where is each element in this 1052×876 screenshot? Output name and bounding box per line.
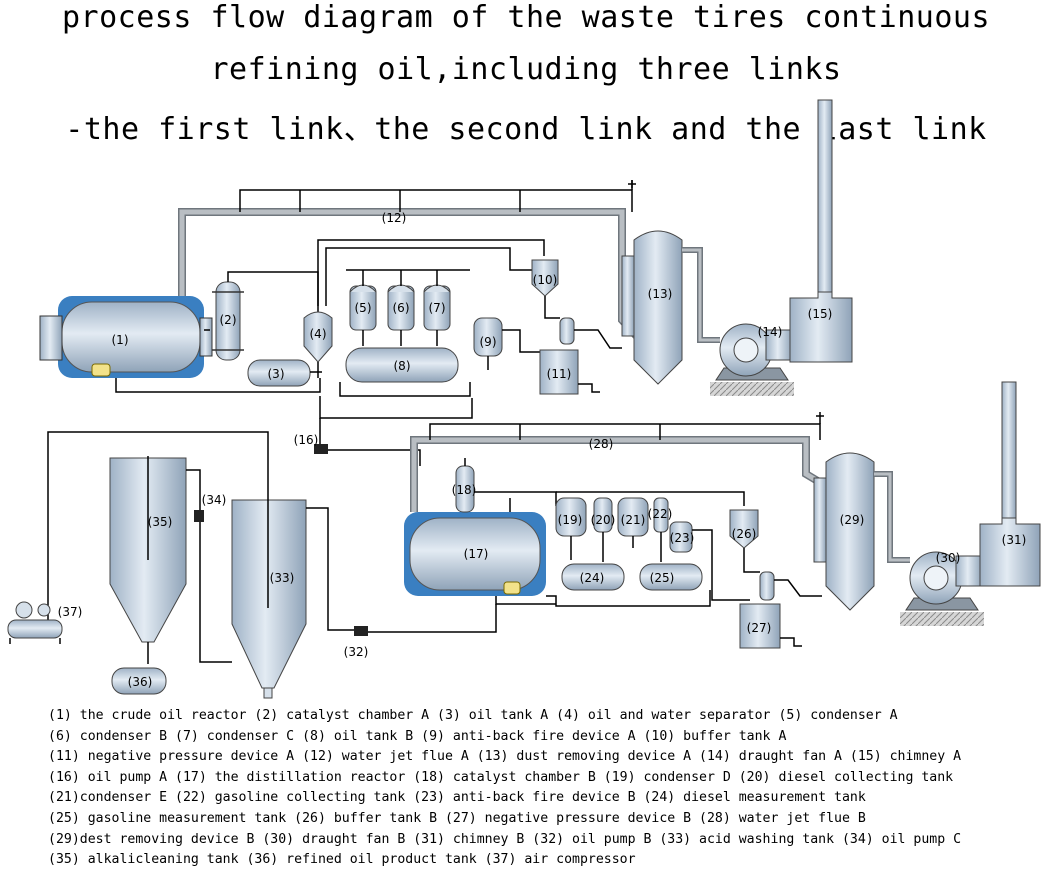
condenser-a: [349, 284, 377, 346]
process-flow-diagram: (1) (2) (3) (4) (5) (6) (7) (8) (9) (10)…: [7, 99, 1041, 699]
negative-pressure-device-b: [739, 571, 822, 649]
label-14: (14): [758, 325, 783, 339]
diesel-measurement-tank: [561, 563, 625, 591]
legend-line: (29)dest removing device B (30) draught …: [48, 831, 962, 847]
distillation-reactor: [404, 512, 556, 605]
label-29: (29): [840, 513, 865, 527]
condenser-e: [617, 497, 649, 548]
label-19: (19): [558, 513, 583, 527]
label-22: (22): [648, 507, 673, 521]
draught-fan-a: [710, 323, 794, 396]
label-27: (27): [747, 621, 772, 635]
catalyst-chamber-a: [204, 271, 319, 361]
label-30: (30): [936, 551, 961, 565]
label-37: (37): [58, 605, 83, 619]
gasoline-collecting-tank: [653, 497, 669, 562]
anti-back-fire-device-b: [669, 521, 750, 601]
chimney-a: [789, 99, 853, 363]
label-31: (31): [1002, 533, 1027, 547]
legend-line: (11) negative pressure device A (12) wat…: [48, 749, 962, 765]
label-5: (5): [355, 301, 372, 315]
air-compressor: [7, 601, 63, 644]
label-26: (26): [732, 527, 757, 541]
label-2: (2): [220, 313, 237, 327]
label-9: (9): [480, 335, 497, 349]
label-4: (4): [310, 327, 327, 341]
gasoline-measurement-tank: [639, 563, 703, 591]
label-8: (8): [394, 359, 411, 373]
alkalicleaning-tank: [109, 456, 232, 664]
label-34: (34): [202, 493, 227, 507]
label-3: (3): [268, 367, 285, 381]
oil-pump-c: [194, 510, 204, 522]
diesel-collecting-tank: [593, 497, 613, 562]
label-21: (21): [621, 513, 646, 527]
negative-pressure-device-a: [539, 317, 622, 395]
buffer-tank-a: [531, 259, 560, 319]
label-32: (32): [344, 645, 369, 659]
acid-washing-tank: [231, 498, 356, 699]
anti-back-fire-device-a: [473, 317, 540, 370]
title-line-2: refining oil,including three links: [210, 52, 842, 87]
label-13: (13): [648, 287, 673, 301]
label-11: (11): [547, 367, 572, 381]
legend-line: (25) gasoline measurement tank (26) buff…: [48, 810, 866, 826]
oil-tank-b: [319, 347, 473, 419]
label-24: (24): [580, 571, 605, 585]
label-25: (25): [650, 571, 675, 585]
dust-removing-device-b: [813, 452, 910, 611]
label-12: (12): [382, 211, 407, 225]
legend-line: (35) alkalicleaning tank (36) refined oi…: [48, 852, 636, 868]
label-7: (7): [429, 301, 446, 315]
label-28: (28): [589, 437, 614, 451]
label-15: (15): [808, 307, 833, 321]
title-line-1: process flow diagram of the waste tires …: [61, 0, 991, 35]
buffer-tank-b: [729, 509, 760, 573]
label-18: (18): [452, 483, 477, 497]
refined-oil-product-tank: [111, 667, 167, 695]
dust-removing-device-a: [621, 230, 720, 385]
crude-oil-reactor: [39, 296, 321, 393]
condenser-d: [555, 497, 587, 560]
label-36: (36): [128, 675, 153, 689]
label-1: (1): [112, 333, 129, 347]
water-jet-flue-b: [410, 412, 829, 512]
label-20: (20): [591, 513, 616, 527]
oil-tank-a: [247, 359, 322, 387]
label-10: (10): [533, 273, 558, 287]
label-6: (6): [393, 301, 410, 315]
oil-pump-a: [314, 418, 421, 466]
draught-fan-b: [900, 551, 984, 626]
label-17: (17): [464, 547, 489, 561]
legend-line: (16) oil pump A (17) the distillation re…: [48, 769, 954, 785]
chimney-b: [979, 381, 1041, 587]
label-35: (35): [148, 515, 173, 529]
oil-water-separator: [303, 239, 545, 378]
condenser-b: [387, 284, 415, 346]
condenser-c: [423, 284, 451, 346]
label-16: (16): [294, 433, 319, 447]
label-23: (23): [670, 531, 695, 545]
legend-line: (6) condenser B (7) condenser C (8) oil …: [48, 728, 787, 744]
legend-line: (21)condenser E (22) gasoline collecting…: [48, 790, 866, 806]
label-33: (33): [270, 571, 295, 585]
title-line-3: -the first link、the second link and the …: [65, 112, 987, 147]
oil-pump-b: [354, 604, 497, 636]
equipment-legend: (1) the crude oil reactor (2) catalyst c…: [48, 706, 1048, 871]
legend-line: (1) the crude oil reactor (2) catalyst c…: [48, 708, 898, 723]
